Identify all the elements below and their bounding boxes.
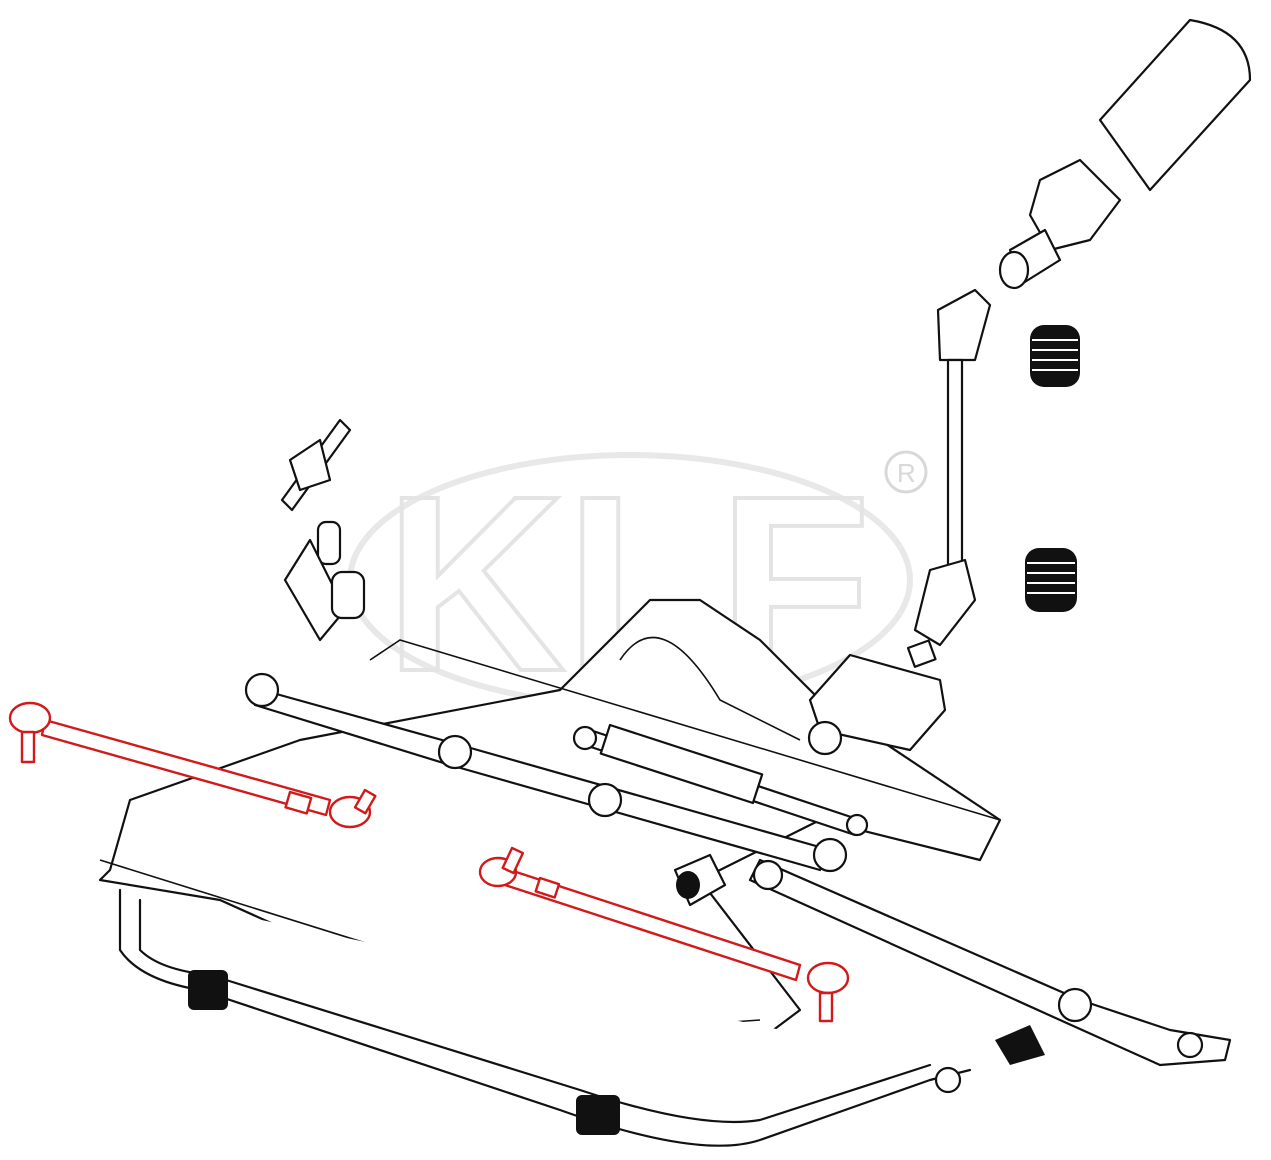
registered-mark: R (897, 458, 916, 488)
tie-rod-right (478, 846, 850, 1023)
rubber-boot-upper (1030, 325, 1080, 387)
bushing (673, 853, 727, 907)
intermediate-shaft (906, 288, 992, 668)
tie-rod-left (8, 701, 377, 829)
steering-damper (572, 723, 869, 837)
steering-arm (748, 858, 1232, 1067)
steering-column (998, 18, 1252, 290)
idler-bracket (280, 418, 366, 642)
rubber-boot-lower (1025, 548, 1077, 612)
center-tie-rod (244, 672, 848, 873)
steering-box (807, 653, 947, 756)
stabilizer-clamps (188, 970, 1045, 1135)
